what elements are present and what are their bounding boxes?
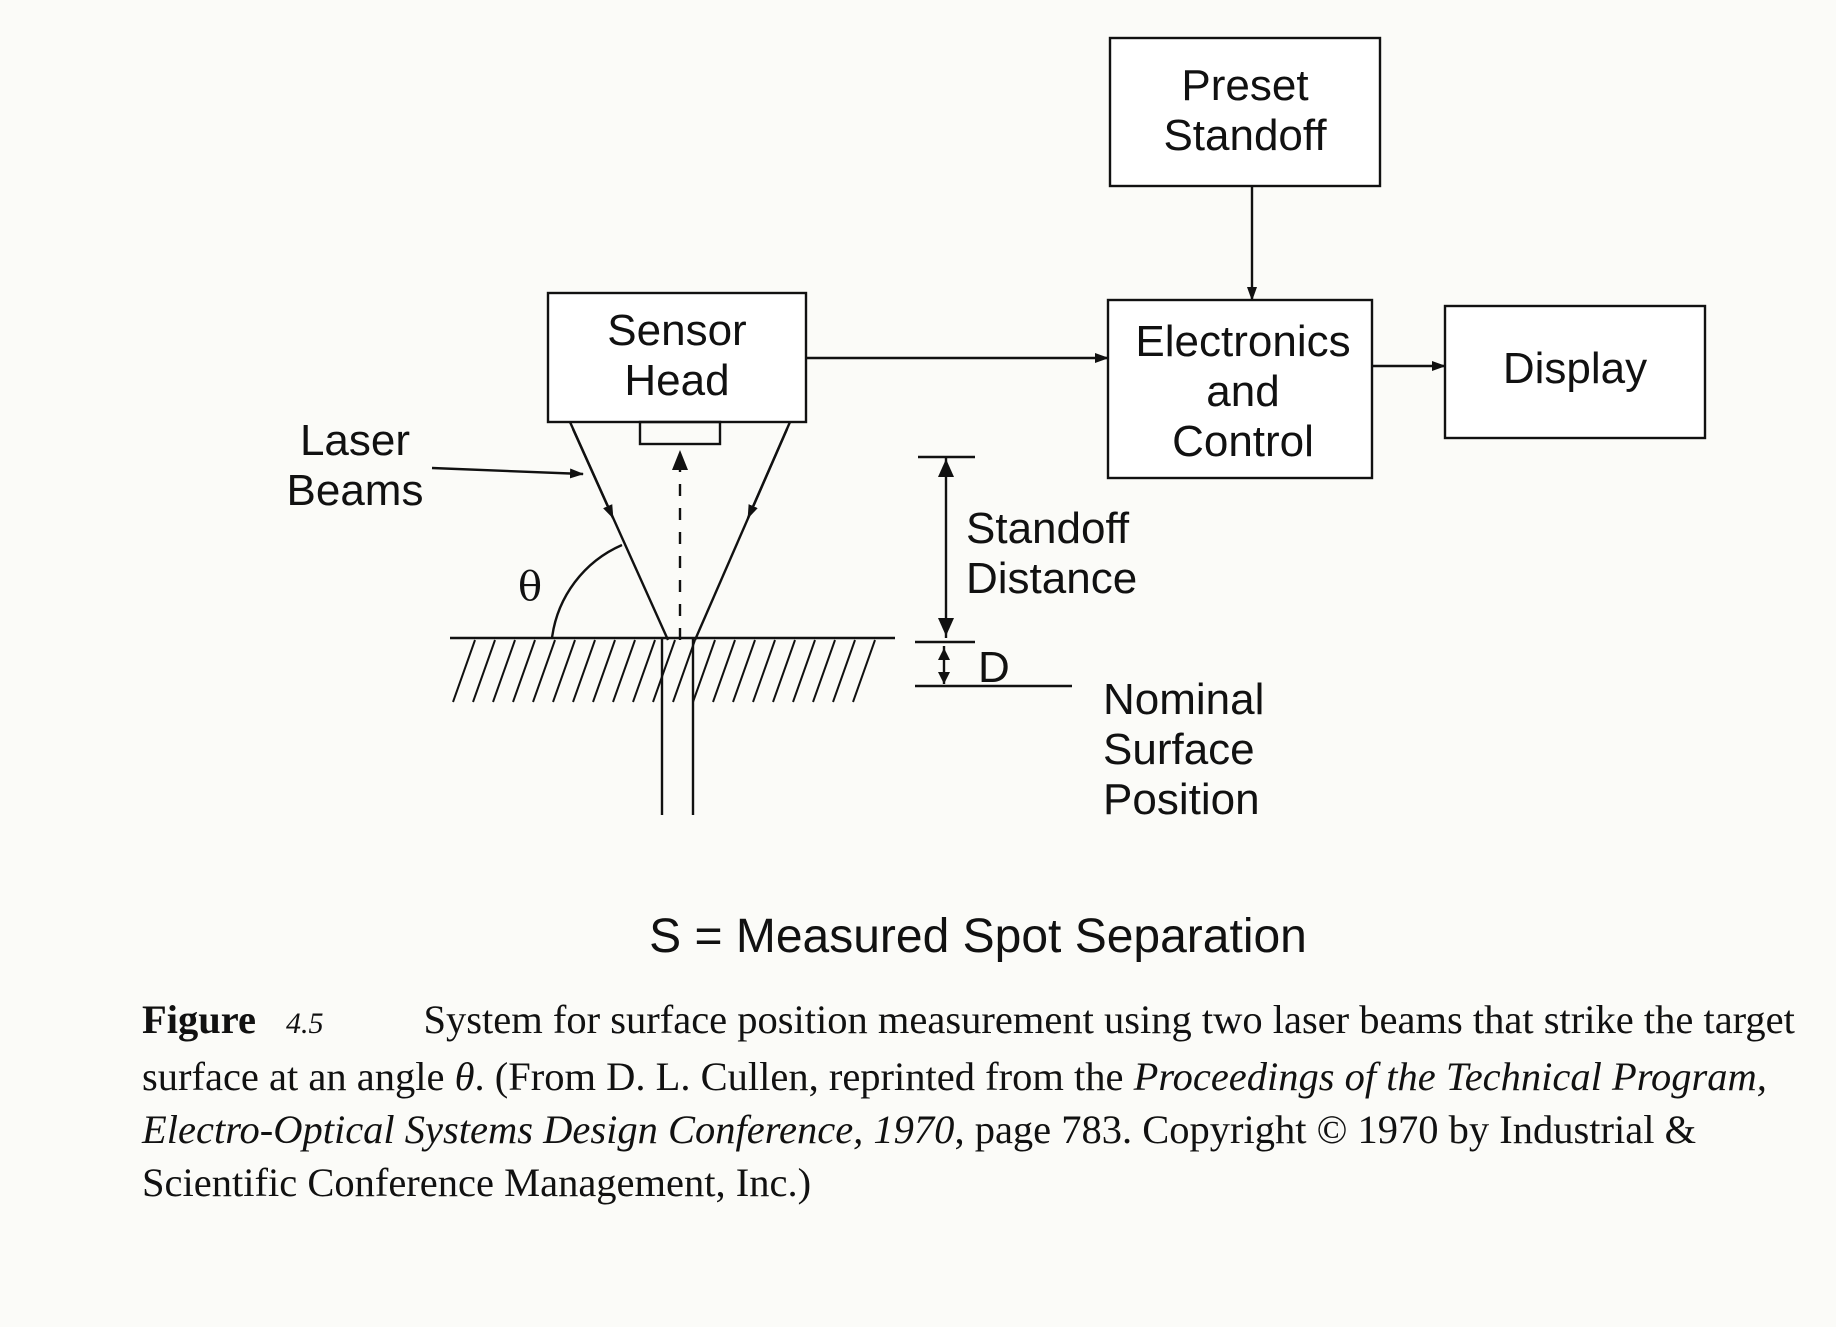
- hatch-stroke: [472, 639, 496, 703]
- hatch-stroke: [852, 639, 876, 703]
- hatch-stroke: [772, 639, 796, 703]
- preset-label-line2: Standoff: [1163, 111, 1327, 160]
- hatch-stroke: [572, 639, 596, 703]
- hatch-stroke: [792, 639, 816, 703]
- d-label: D: [978, 643, 1010, 692]
- caption-text-part2: . (From D. L. Cullen, reprinted from the: [474, 1054, 1134, 1099]
- standoff-label-line2: Distance: [966, 554, 1137, 603]
- electronics-control-box: Electronics and Control: [1106, 298, 1374, 480]
- hatch-stroke: [492, 639, 516, 703]
- sensor-head-box: Sensor Head: [546, 291, 808, 424]
- laser-label-line2: Beams: [287, 466, 424, 515]
- standoff-arrow-down: [938, 618, 954, 636]
- electronics-label-line3: Control: [1172, 417, 1314, 466]
- electronics-label-line1: Electronics: [1135, 317, 1350, 366]
- standoff-arrow-up: [938, 459, 954, 477]
- hatch-stroke: [752, 639, 776, 703]
- caption-source-title: Proceedings of the Technical Program, El…: [142, 1054, 1767, 1152]
- preset-label-line1: Preset: [1181, 61, 1308, 110]
- hatch-stroke: [812, 639, 836, 703]
- caption-text-part1: System for surface position measurement …: [142, 997, 1795, 1099]
- electronics-label-line2: and: [1206, 367, 1279, 416]
- angle-arc: [550, 543, 623, 639]
- nominal-label-line2: Surface: [1103, 725, 1255, 774]
- hatch-stroke: [512, 639, 536, 703]
- hatch-stroke: [692, 639, 716, 703]
- hatch-stroke: [632, 639, 656, 703]
- sensor-label-line2: Head: [624, 356, 729, 405]
- surface-hatching: [452, 639, 876, 703]
- nominal-label-line3: Position: [1103, 775, 1260, 824]
- detector-element: [638, 420, 722, 446]
- left-beam-arrow: [571, 428, 615, 519]
- hatch-stroke: [452, 639, 476, 703]
- caption-number: 4.5: [286, 1007, 324, 1040]
- right-beam-arrow: [746, 428, 789, 519]
- laser-label-line1: Laser: [300, 416, 410, 465]
- sensor-label-line1: Sensor: [607, 306, 746, 355]
- reflected-beam-arrowhead: [672, 450, 688, 470]
- d-arrow-up: [938, 648, 950, 660]
- hatch-stroke: [832, 639, 856, 703]
- caption-theta: θ: [454, 1054, 475, 1099]
- hatch-stroke: [712, 639, 736, 703]
- hatch-stroke: [732, 639, 756, 703]
- display-label: Display: [1503, 344, 1647, 393]
- hatch-stroke: [552, 639, 576, 703]
- caption-text-part3: , page 783. Copyright © 1970 by Industri…: [142, 1107, 1697, 1205]
- preset-standoff-box: Preset Standoff: [1108, 36, 1382, 188]
- hatch-stroke: [592, 639, 616, 703]
- spot-separation-label: S = Measured Spot Separation: [649, 910, 1307, 963]
- hatch-stroke: [532, 639, 556, 703]
- display-box: Display: [1443, 304, 1707, 440]
- standoff-label-line1: Standoff: [966, 504, 1130, 553]
- laser-beams-pointer-arrow: [431, 466, 584, 479]
- caption-label: Figure: [142, 997, 256, 1042]
- d-arrow-down: [938, 672, 950, 684]
- nominal-label-line1: Nominal: [1103, 675, 1264, 724]
- hatch-stroke: [612, 639, 636, 703]
- hatch-stroke: [652, 639, 676, 703]
- hatch-stroke: [672, 639, 696, 703]
- theta-label: θ: [518, 564, 542, 610]
